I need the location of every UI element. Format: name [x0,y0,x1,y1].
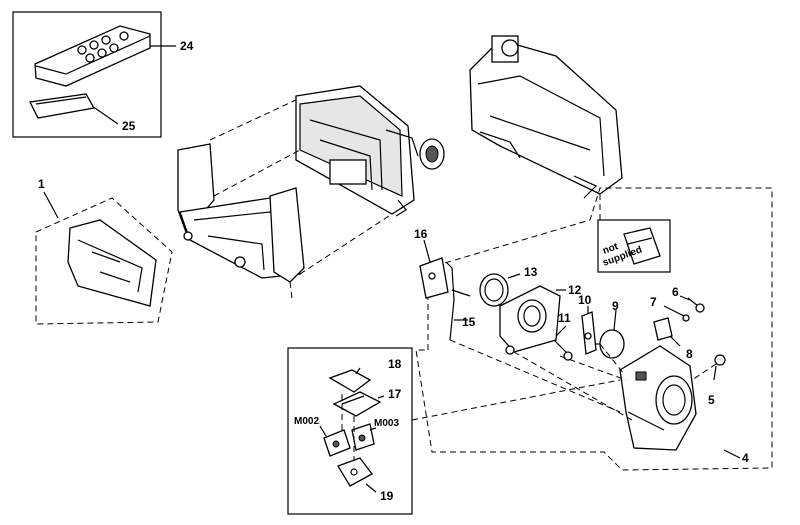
not-supplied-box: not supplied [597,219,671,273]
callout-5: 5 [708,393,715,407]
side-bracket [177,143,305,283]
callout-m003: M003 [374,418,399,429]
callout-19: 19 [380,489,394,503]
not-supplied-line1: not [601,241,620,257]
side-cover-box [35,191,173,325]
callout-10: 10 [578,293,592,307]
callout-16: 16 [414,227,428,241]
callout-4: 4 [742,451,749,465]
remote-control-box [12,11,176,138]
part-15 [445,261,471,341]
callout-15: 15 [462,315,476,329]
camera-chassis [295,85,445,217]
callout-m002: M002 [294,416,319,427]
part-17 [332,391,385,417]
small-parts-box [287,347,621,515]
part-6 [679,295,705,313]
callout-17: 17 [388,387,402,401]
part-18 [328,367,372,393]
callout-13: 13 [524,265,538,279]
side-cover [67,219,157,307]
part-12 [499,285,566,355]
callout-12: 12 [568,283,582,297]
part-8 [653,317,681,347]
right-housing [469,35,623,199]
part-9 [596,309,625,359]
part-5 [713,354,726,381]
part-13 [479,273,521,307]
lens-front-housing [619,345,697,451]
remote-control [34,25,151,87]
guide-lines [209,99,601,299]
remote-card [29,93,96,119]
callout-11: 11 [558,311,571,325]
callout-1: 1 [38,177,45,191]
part-16 [419,239,449,299]
callout-6: 6 [672,285,679,299]
callout-labels: 24 25 1 16 13 12 15 11 10 9 7 6 8 5 4 18… [38,39,749,503]
part-m003 [351,423,377,451]
callout-9: 9 [612,299,619,313]
part-7 [663,305,690,322]
callout-24: 24 [180,39,194,53]
assembly-4: not supplied [415,187,773,471]
part-19 [337,457,377,493]
part-m002 [319,425,351,457]
part-11 [553,325,573,361]
part-10 [581,306,597,355]
callout-25: 25 [122,119,136,133]
callout-18: 18 [388,357,402,371]
callout-7: 7 [650,295,657,309]
callout-8: 8 [686,347,693,361]
